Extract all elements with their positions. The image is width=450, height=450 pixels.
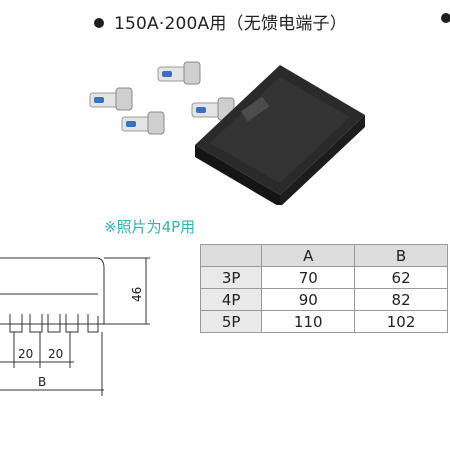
terminal-lug-1: [89, 87, 133, 111]
end-cap-block: [195, 65, 365, 205]
table-row: 4P 90 82: [199, 288, 448, 311]
table-cell: 70: [261, 266, 356, 289]
bullet-icon: [94, 18, 104, 28]
pitch-dimension-label: 20: [48, 347, 63, 361]
photo-caption: ※照片为4P用: [104, 218, 196, 236]
table-cell: 102: [354, 310, 448, 333]
spec-table: A B 3P 70 62 4P 90 82 5P 110 102: [199, 244, 448, 333]
section-heading: 150A·200A用（无馈电端子）: [94, 9, 347, 34]
table-header-cell: [199, 244, 263, 267]
table-cell: 62: [354, 266, 448, 289]
row-label: 3P: [199, 266, 263, 289]
table-header-cell: A: [261, 244, 356, 267]
table-cell: 90: [261, 288, 356, 311]
table-header-cell: B: [354, 244, 448, 267]
dimension-drawing: 46 20 20 B: [0, 257, 150, 396]
table-header-row: A B: [199, 244, 448, 267]
height-dimension-label: 46: [130, 287, 144, 302]
table-cell: 82: [354, 288, 448, 311]
table-row: 3P 70 62: [199, 266, 448, 289]
bullet-icon: [441, 13, 450, 23]
table-cell: 110: [261, 310, 356, 333]
row-label: 5P: [199, 310, 263, 333]
table-row: 5P 110 102: [199, 310, 448, 333]
section-title: 150A·200A用（无馈电端子）: [114, 14, 347, 34]
pitch-dimension-label: 20: [18, 347, 33, 361]
width-dimension-label: B: [38, 375, 46, 389]
terminal-lug-3: [121, 111, 165, 135]
terminal-lug-2: [157, 61, 201, 85]
row-label: 4P: [199, 288, 263, 311]
product-photo: [89, 61, 365, 205]
